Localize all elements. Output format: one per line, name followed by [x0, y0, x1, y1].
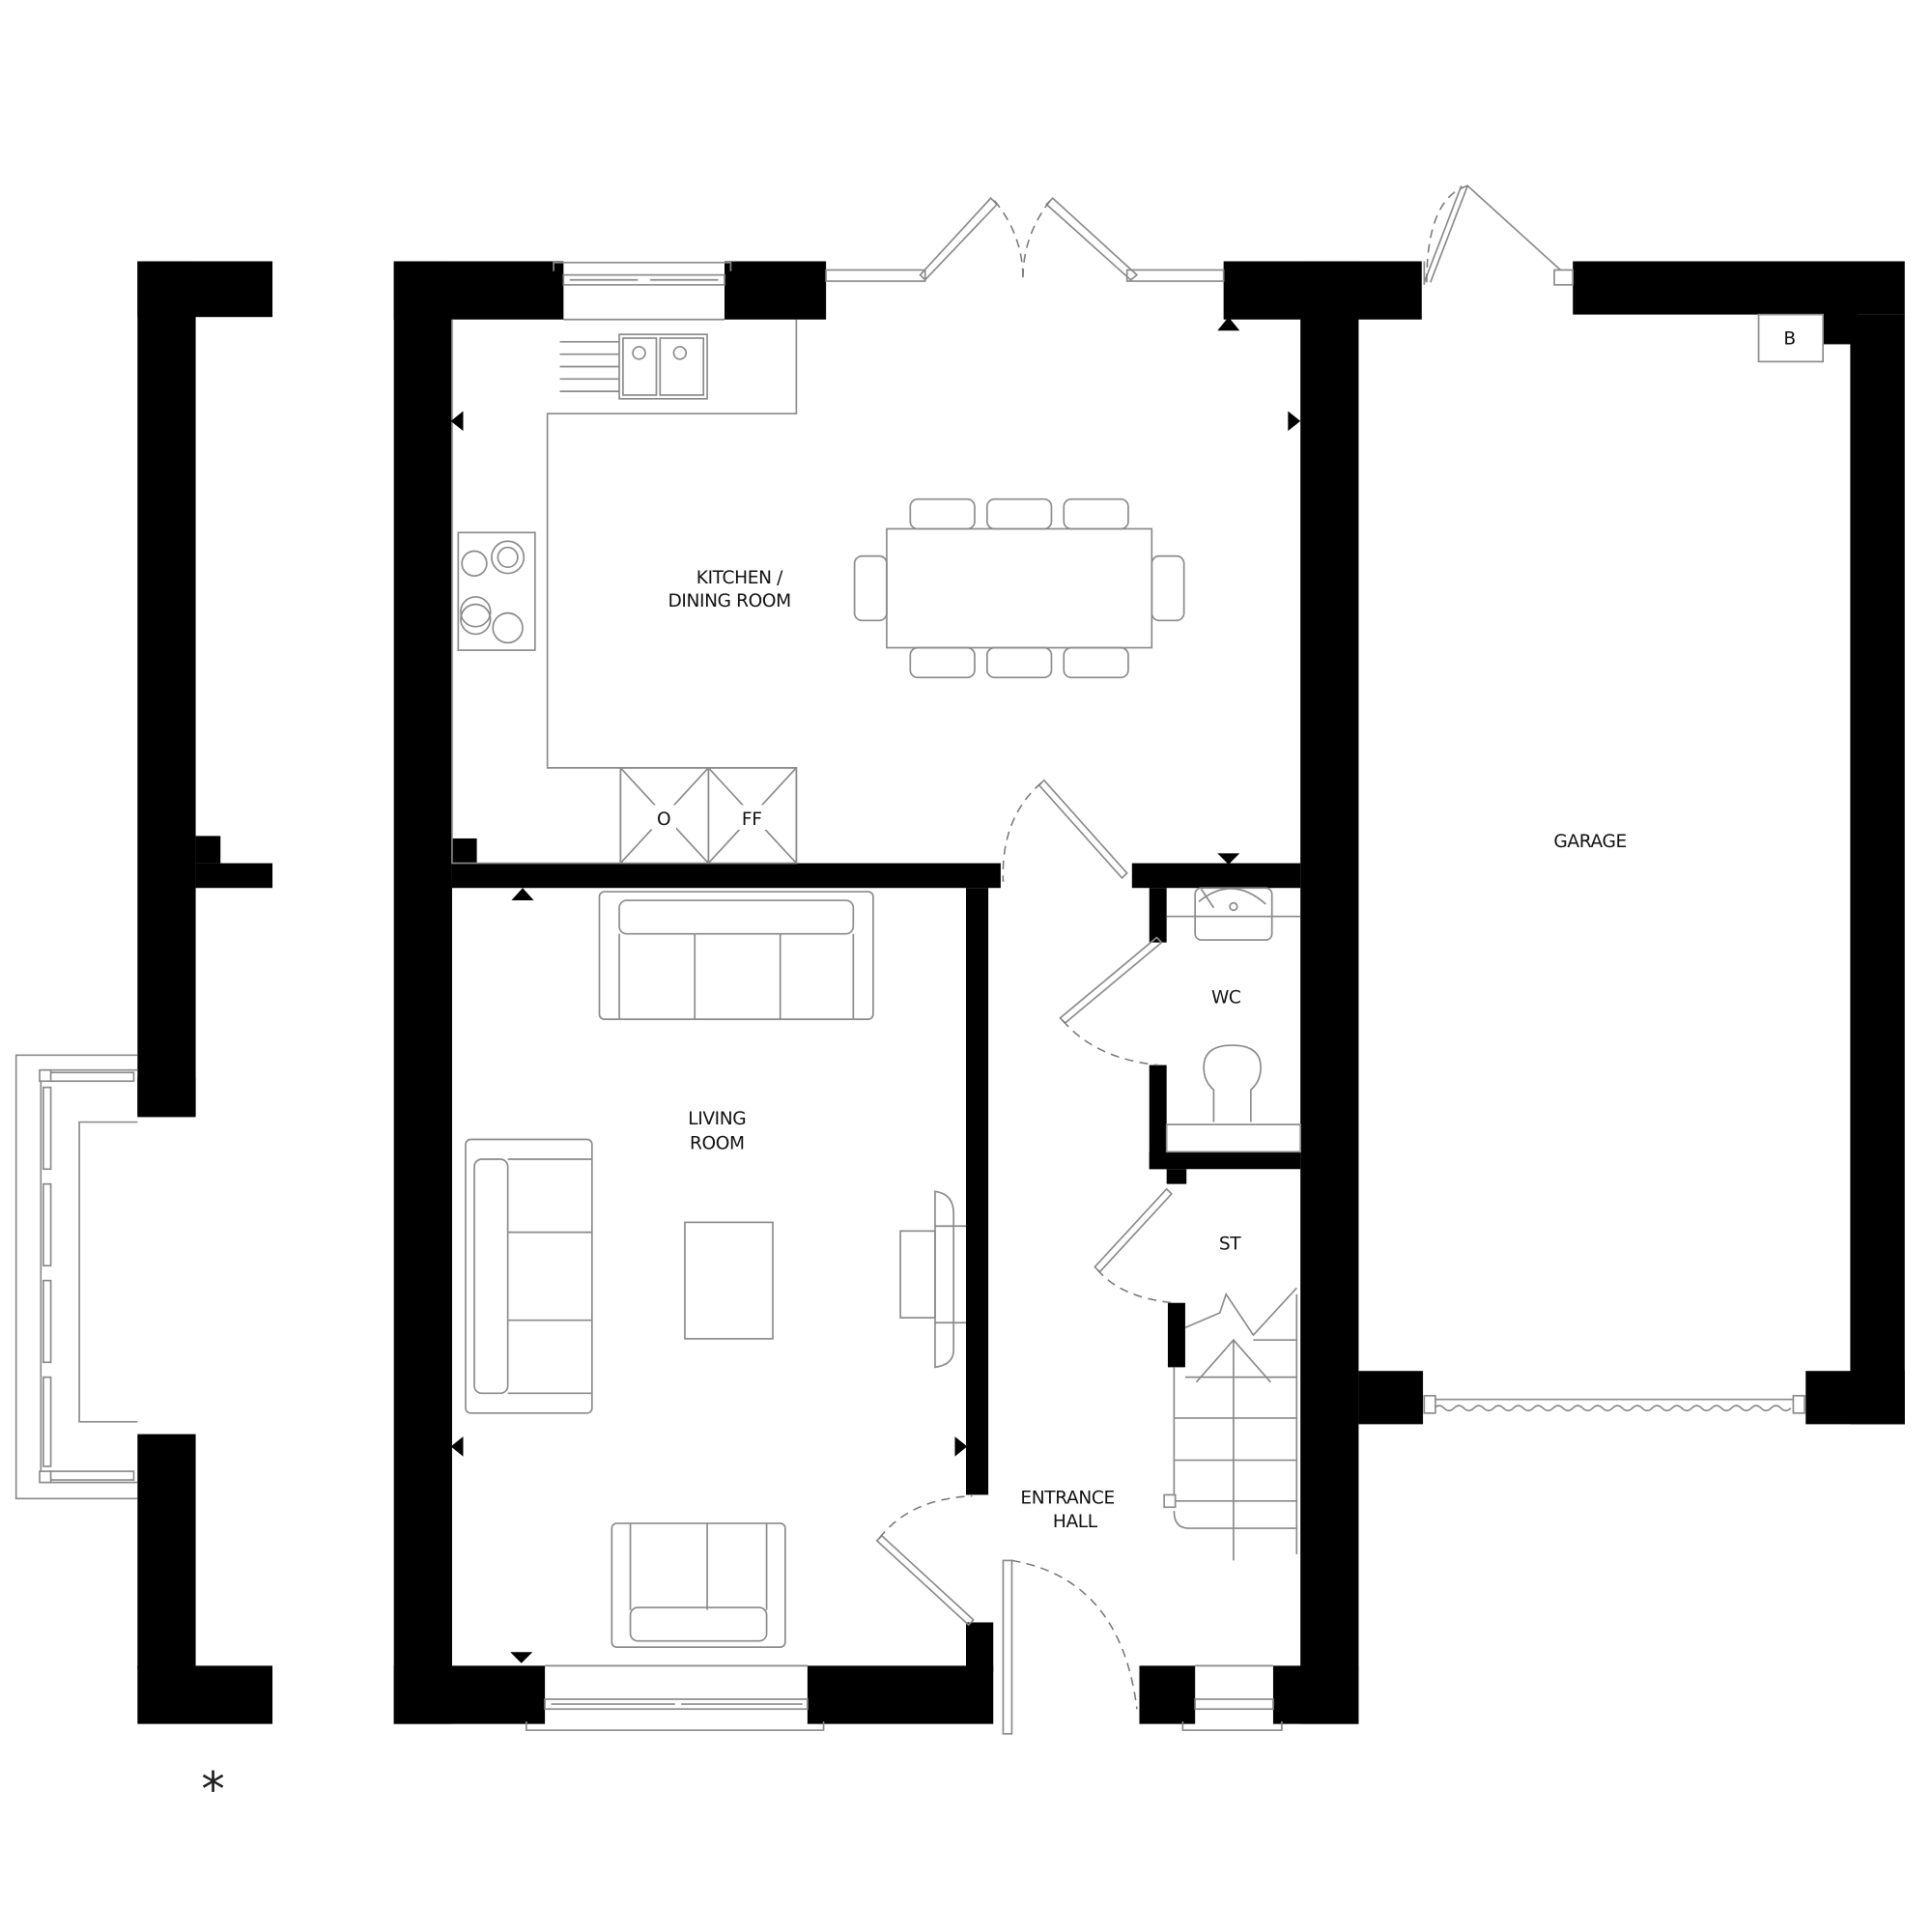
note-asterisk: *: [201, 1763, 224, 1817]
house-walls: [393, 261, 1422, 1724]
garage-rear-door: [1423, 184, 1575, 286]
store-label: ST: [1219, 1235, 1241, 1255]
kitchen-dining-label-line2: DINING ROOM: [668, 591, 790, 611]
dining-table: [853, 497, 1185, 679]
living-door: [875, 1494, 975, 1627]
room-markers: [450, 317, 1301, 1663]
tv-unit: [899, 1190, 967, 1369]
boiler: B: [1757, 313, 1825, 363]
entrance-hall-label-line2: HALL: [1053, 1512, 1098, 1532]
living-window: [526, 1664, 825, 1731]
wc-toilet: [1165, 1044, 1301, 1153]
sofa-top: [598, 891, 874, 1020]
sofa-left: [465, 1138, 593, 1414]
garage-label: GARAGE: [1553, 832, 1626, 852]
hob: [457, 531, 536, 651]
fridge-freezer-unit: FF: [707, 767, 798, 865]
hall-window: [1181, 1664, 1283, 1731]
front-door: [1002, 1559, 1138, 1735]
staircase: [1163, 1287, 1298, 1561]
fridge-freezer-label: FF: [742, 810, 762, 830]
kitchen-dining-label-line1: KITCHEN /: [696, 568, 783, 588]
kitchen-window: [553, 261, 732, 321]
wc-basin: [1166, 887, 1301, 941]
boiler-label: B: [1783, 328, 1795, 349]
garage-door: [1423, 1395, 1805, 1414]
oven-label: O: [657, 810, 670, 830]
living-room-label-line1: LIVING: [688, 1109, 746, 1129]
sink: [559, 333, 708, 400]
garage-walls: [1358, 261, 1905, 1425]
french-doors: [825, 196, 1225, 282]
living-room-label-line2: ROOM: [690, 1134, 745, 1154]
adjoining-wall: [137, 261, 273, 1724]
coffee-table: [684, 1221, 774, 1340]
store-door: [1094, 1187, 1175, 1304]
kitchen-hall-door: [1002, 779, 1128, 882]
oven-unit: O: [619, 767, 710, 865]
wc-label: WC: [1211, 987, 1241, 1008]
bay-window: [14, 1054, 138, 1500]
wc-door: [1059, 936, 1163, 1066]
entrance-hall-label-line1: ENTRANCE: [1020, 1488, 1114, 1508]
sofa-bottom: [611, 1522, 786, 1648]
